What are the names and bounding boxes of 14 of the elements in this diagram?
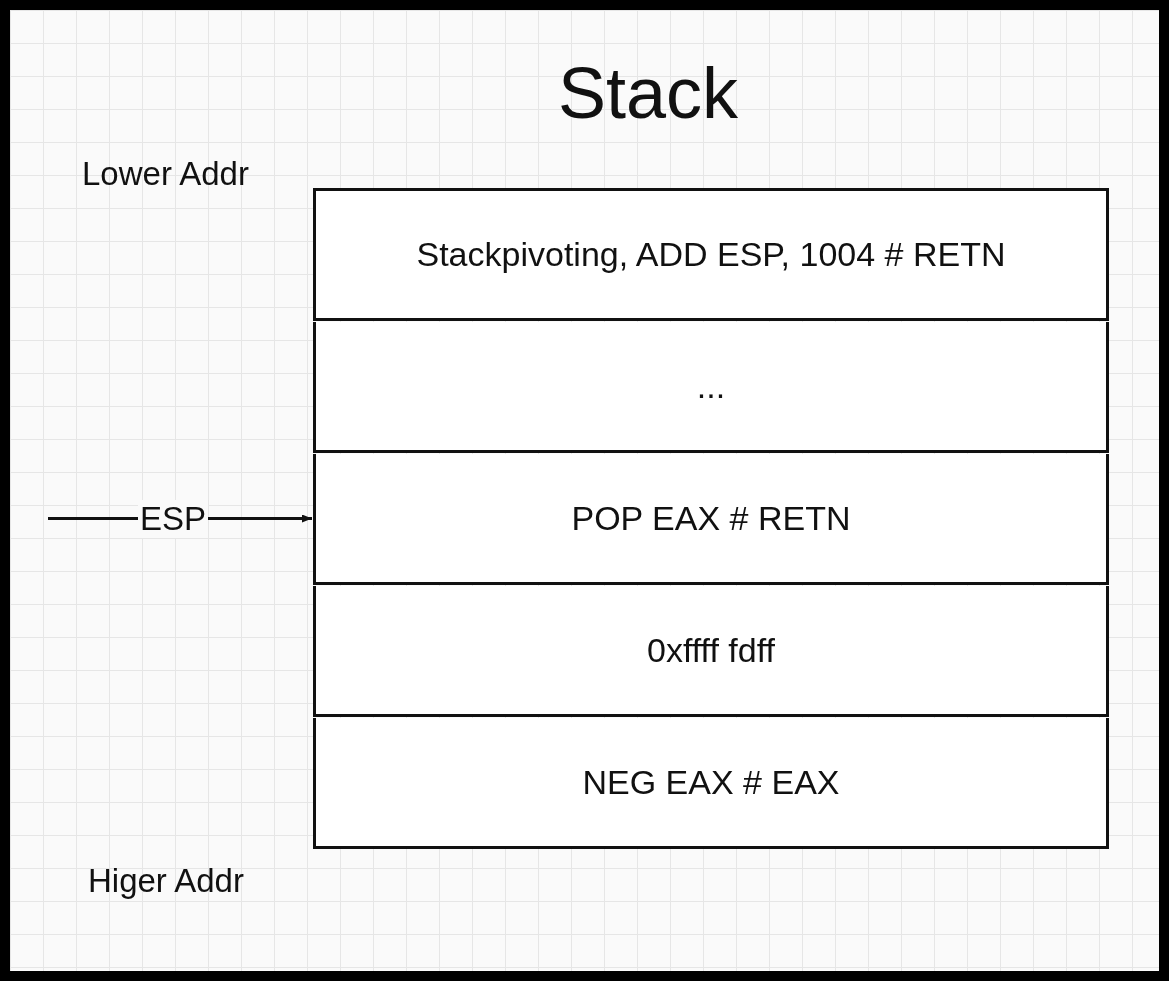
slot-text: POP EAX # RETN: [571, 498, 851, 538]
stack-slot: [313, 586, 1109, 717]
stack-slot: [313, 454, 1109, 585]
slot-text: 0xffff fdff: [647, 630, 775, 670]
stack-slot: [313, 718, 1109, 849]
stack-slot: [313, 322, 1109, 453]
slot-text: ...: [696, 366, 726, 406]
address-label: Lower Addr: [82, 155, 249, 193]
slot-text: NEG EAX # EAX: [582, 762, 840, 802]
stack-slot: [313, 188, 1109, 321]
title: Stack: [558, 52, 739, 134]
address-label: Higer Addr: [88, 862, 244, 900]
slot-text: Stackpivoting, ADD ESP, 1004 # RETN: [416, 235, 1006, 274]
pointer-label: ESP: [138, 499, 209, 538]
